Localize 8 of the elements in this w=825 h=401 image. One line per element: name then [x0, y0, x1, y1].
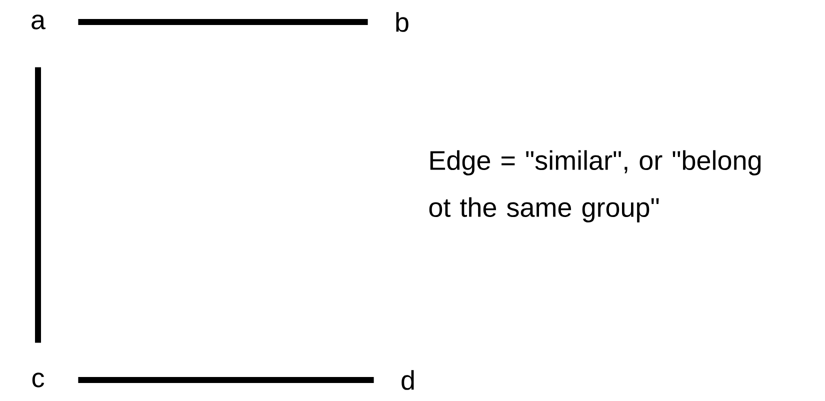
node-letter: c [32, 372, 44, 388]
node-letter: a [32, 14, 46, 30]
node-letter: d [402, 370, 414, 390]
note-text: Edge = "similar", or "belong ot the same group" [429, 150, 761, 222]
connector-line [35, 67, 41, 343]
connector-line [78, 19, 368, 25]
node-letter: b [396, 12, 408, 32]
connector-line [78, 377, 374, 383]
